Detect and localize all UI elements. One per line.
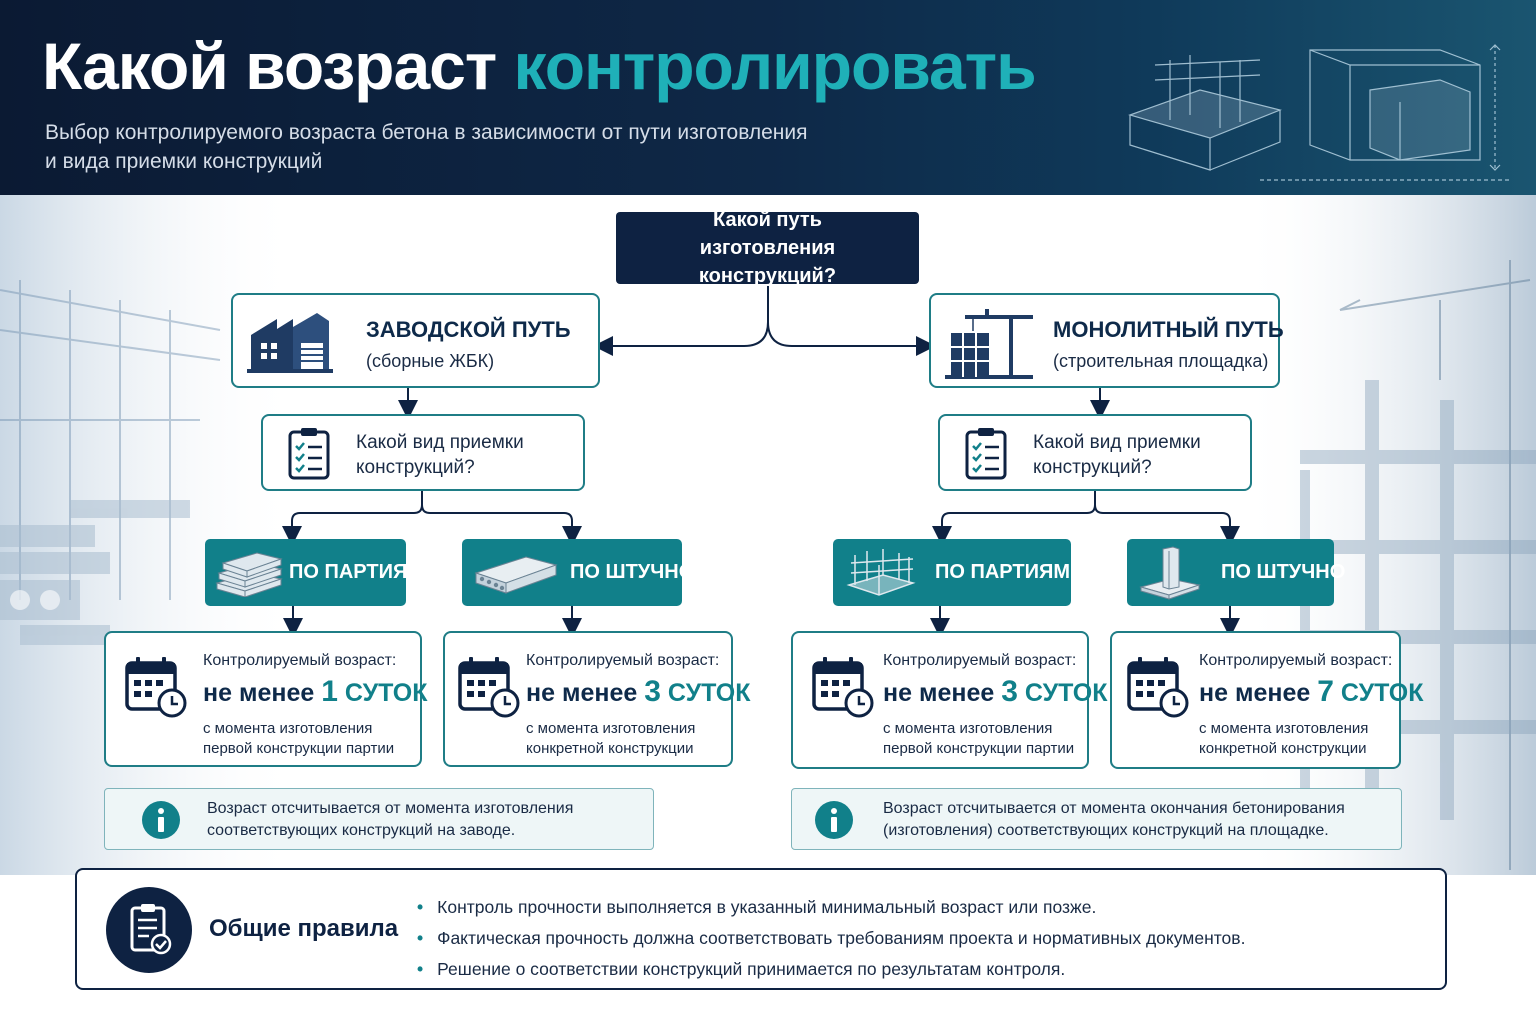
monolithic-batch-box: ПО ПАРТИЯМ — [833, 539, 1071, 606]
clipboard-check-icon — [106, 887, 192, 973]
factory-piece-age-value: не менее 3 СУТОК — [526, 675, 751, 709]
monolithic-batch-label: ПО ПАРТИЯМ — [935, 561, 1071, 583]
factory-piece-label: ПО ШТУЧНО — [570, 561, 695, 583]
root-question-text: Какой путь изготовления конструкций? — [698, 209, 837, 287]
factory-piece-age-card: Контролируемый возраст: не менее 3 СУТОК… — [443, 631, 751, 767]
building-wireframe-illustration — [1128, 44, 1510, 181]
info-icon — [142, 801, 180, 839]
factory-batch-age-label: Контролируемый возраст: — [203, 652, 397, 669]
monolithic-path-title: МОНОЛИТНЫЙ ПУТЬ — [1053, 317, 1284, 342]
monolithic-piece-label: ПО ШТУЧНО — [1221, 561, 1346, 583]
title-main: Какой возраст — [42, 29, 497, 103]
general-rules-box: Общие правила Контроль прочности выполня… — [75, 868, 1447, 990]
factory-piece-age-label: Контролируемый возраст: — [526, 652, 720, 669]
factory-batch-box: ПО ПАРТИЯМ — [205, 539, 424, 606]
hollow-slab-icon — [474, 556, 558, 594]
factory-piece-age-number: 3 — [644, 675, 661, 708]
page-title: Какой возраст контролировать — [42, 28, 1037, 104]
subtitle-line-1: Выбор контролируемого возраста бетона в … — [45, 121, 808, 144]
calendar-clock-icon — [458, 657, 520, 718]
factory-piece-age-unit: СУТОК — [667, 679, 751, 707]
background-illustration — [0, 195, 1536, 875]
monolithic-piece-age-note: с момента изготовления конкретной констр… — [1199, 720, 1369, 757]
info-icon — [815, 801, 853, 839]
header: Какой возраст контролировать Выбор контр… — [0, 0, 1536, 195]
factory-question-box: Какой вид приемки конструкций? — [261, 414, 585, 491]
monolithic-batch-age-note: с момента изготовления первой конструкци… — [883, 720, 1075, 757]
factory-batch-label: ПО ПАРТИЯМ — [289, 561, 425, 583]
title-accent: контролировать — [513, 29, 1037, 103]
rule-item: Контроль прочности выполняется в указанн… — [417, 892, 1245, 923]
page-subtitle: Выбор контролируемого возраста бетона в … — [45, 118, 945, 176]
factory-piece-age-prefix: не менее — [526, 679, 638, 707]
factory-piece-age-note: с момента изготовления конкретной констр… — [526, 720, 696, 757]
factory-batch-age-number: 1 — [321, 675, 338, 708]
stacked-panels-icon — [215, 552, 283, 597]
factory-piece-box: ПО ШТУЧНО — [462, 539, 694, 606]
rebar-frame-icon — [846, 549, 916, 596]
factory-batch-age-value: не менее 1 СУТОК — [203, 675, 428, 709]
column-icon — [1139, 546, 1201, 600]
factory-checklist-icon — [288, 428, 330, 480]
factory-batch-age-card: Контролируемый возраст: не менее 1 СУТОК… — [104, 631, 428, 767]
factory-info-box: Возраст отсчитывается от момента изготов… — [104, 788, 654, 850]
monolithic-batch-age-value: не менее 3 СУТОК — [883, 675, 1108, 709]
root-question-box: Какой путь изготовления конструкций? — [616, 209, 919, 287]
factory-batch-age-prefix: не менее — [203, 679, 315, 707]
factory-path-title: ЗАВОДСКОЙ ПУТЬ — [366, 317, 571, 342]
monolithic-checklist-icon — [965, 428, 1007, 480]
factory-path-subtitle: (сборные ЖБК) — [366, 351, 495, 371]
factory-batch-age-unit: СУТОК — [344, 679, 428, 707]
monolithic-piece-age-unit: СУТОК — [1340, 679, 1424, 707]
factory-batch-age-note: с момента изготовления первой конструкци… — [203, 720, 395, 757]
monolithic-piece-age-card: Контролируемый возраст: не менее 7 СУТОК… — [1110, 631, 1424, 769]
monolithic-batch-age-unit: СУТОК — [1024, 679, 1108, 707]
crane-building-icon — [945, 309, 1033, 379]
rule-item: Фактическая прочность должна соответство… — [417, 923, 1245, 954]
monolithic-info-box: Возраст отсчитывается от момента окончан… — [791, 788, 1402, 850]
monolithic-question-box: Какой вид приемки конструкций? — [938, 414, 1252, 491]
monolithic-piece-box: ПО ШТУЧНО — [1127, 539, 1345, 606]
calendar-clock-icon — [125, 657, 187, 718]
monolithic-path-subtitle: (строительная площадка) — [1053, 351, 1269, 371]
monolithic-piece-age-number: 7 — [1317, 675, 1334, 708]
monolithic-batch-age-number: 3 — [1001, 675, 1018, 708]
subtitle-line-2: и вида приемки конструкций — [45, 150, 323, 173]
monolithic-piece-age-prefix: не менее — [1199, 679, 1311, 707]
factory-question-text: Какой вид приемки конструкций? — [356, 432, 524, 478]
monolithic-path-box: МОНОЛИТНЫЙ ПУТЬ (строительная площадка) — [929, 293, 1284, 388]
monolithic-question-text: Какой вид приемки конструкций? — [1033, 432, 1201, 478]
factory-info-text: Возраст отсчитывается от момента изготов… — [207, 800, 574, 839]
factory-icon — [247, 313, 333, 373]
calendar-clock-icon — [812, 657, 874, 718]
monolithic-piece-age-value: не менее 7 СУТОК — [1199, 675, 1424, 709]
monolithic-batch-age-label: Контролируемый возраст: — [883, 652, 1077, 669]
general-rules-title: Общие правила — [209, 915, 399, 942]
general-rules-list: Контроль прочности выполняется в указанн… — [417, 892, 1245, 985]
monolithic-piece-age-label: Контролируемый возраст: — [1199, 652, 1393, 669]
calendar-clock-icon — [1127, 657, 1189, 718]
monolithic-batch-age-prefix: не менее — [883, 679, 995, 707]
monolithic-batch-age-card: Контролируемый возраст: не менее 3 СУТОК… — [791, 631, 1108, 769]
rule-item: Решение о соответствии конструкций прини… — [417, 954, 1245, 985]
monolithic-info-text: Возраст отсчитывается от момента окончан… — [883, 800, 1345, 839]
factory-path-box: ЗАВОДСКОЙ ПУТЬ (сборные ЖБК) — [231, 293, 600, 388]
